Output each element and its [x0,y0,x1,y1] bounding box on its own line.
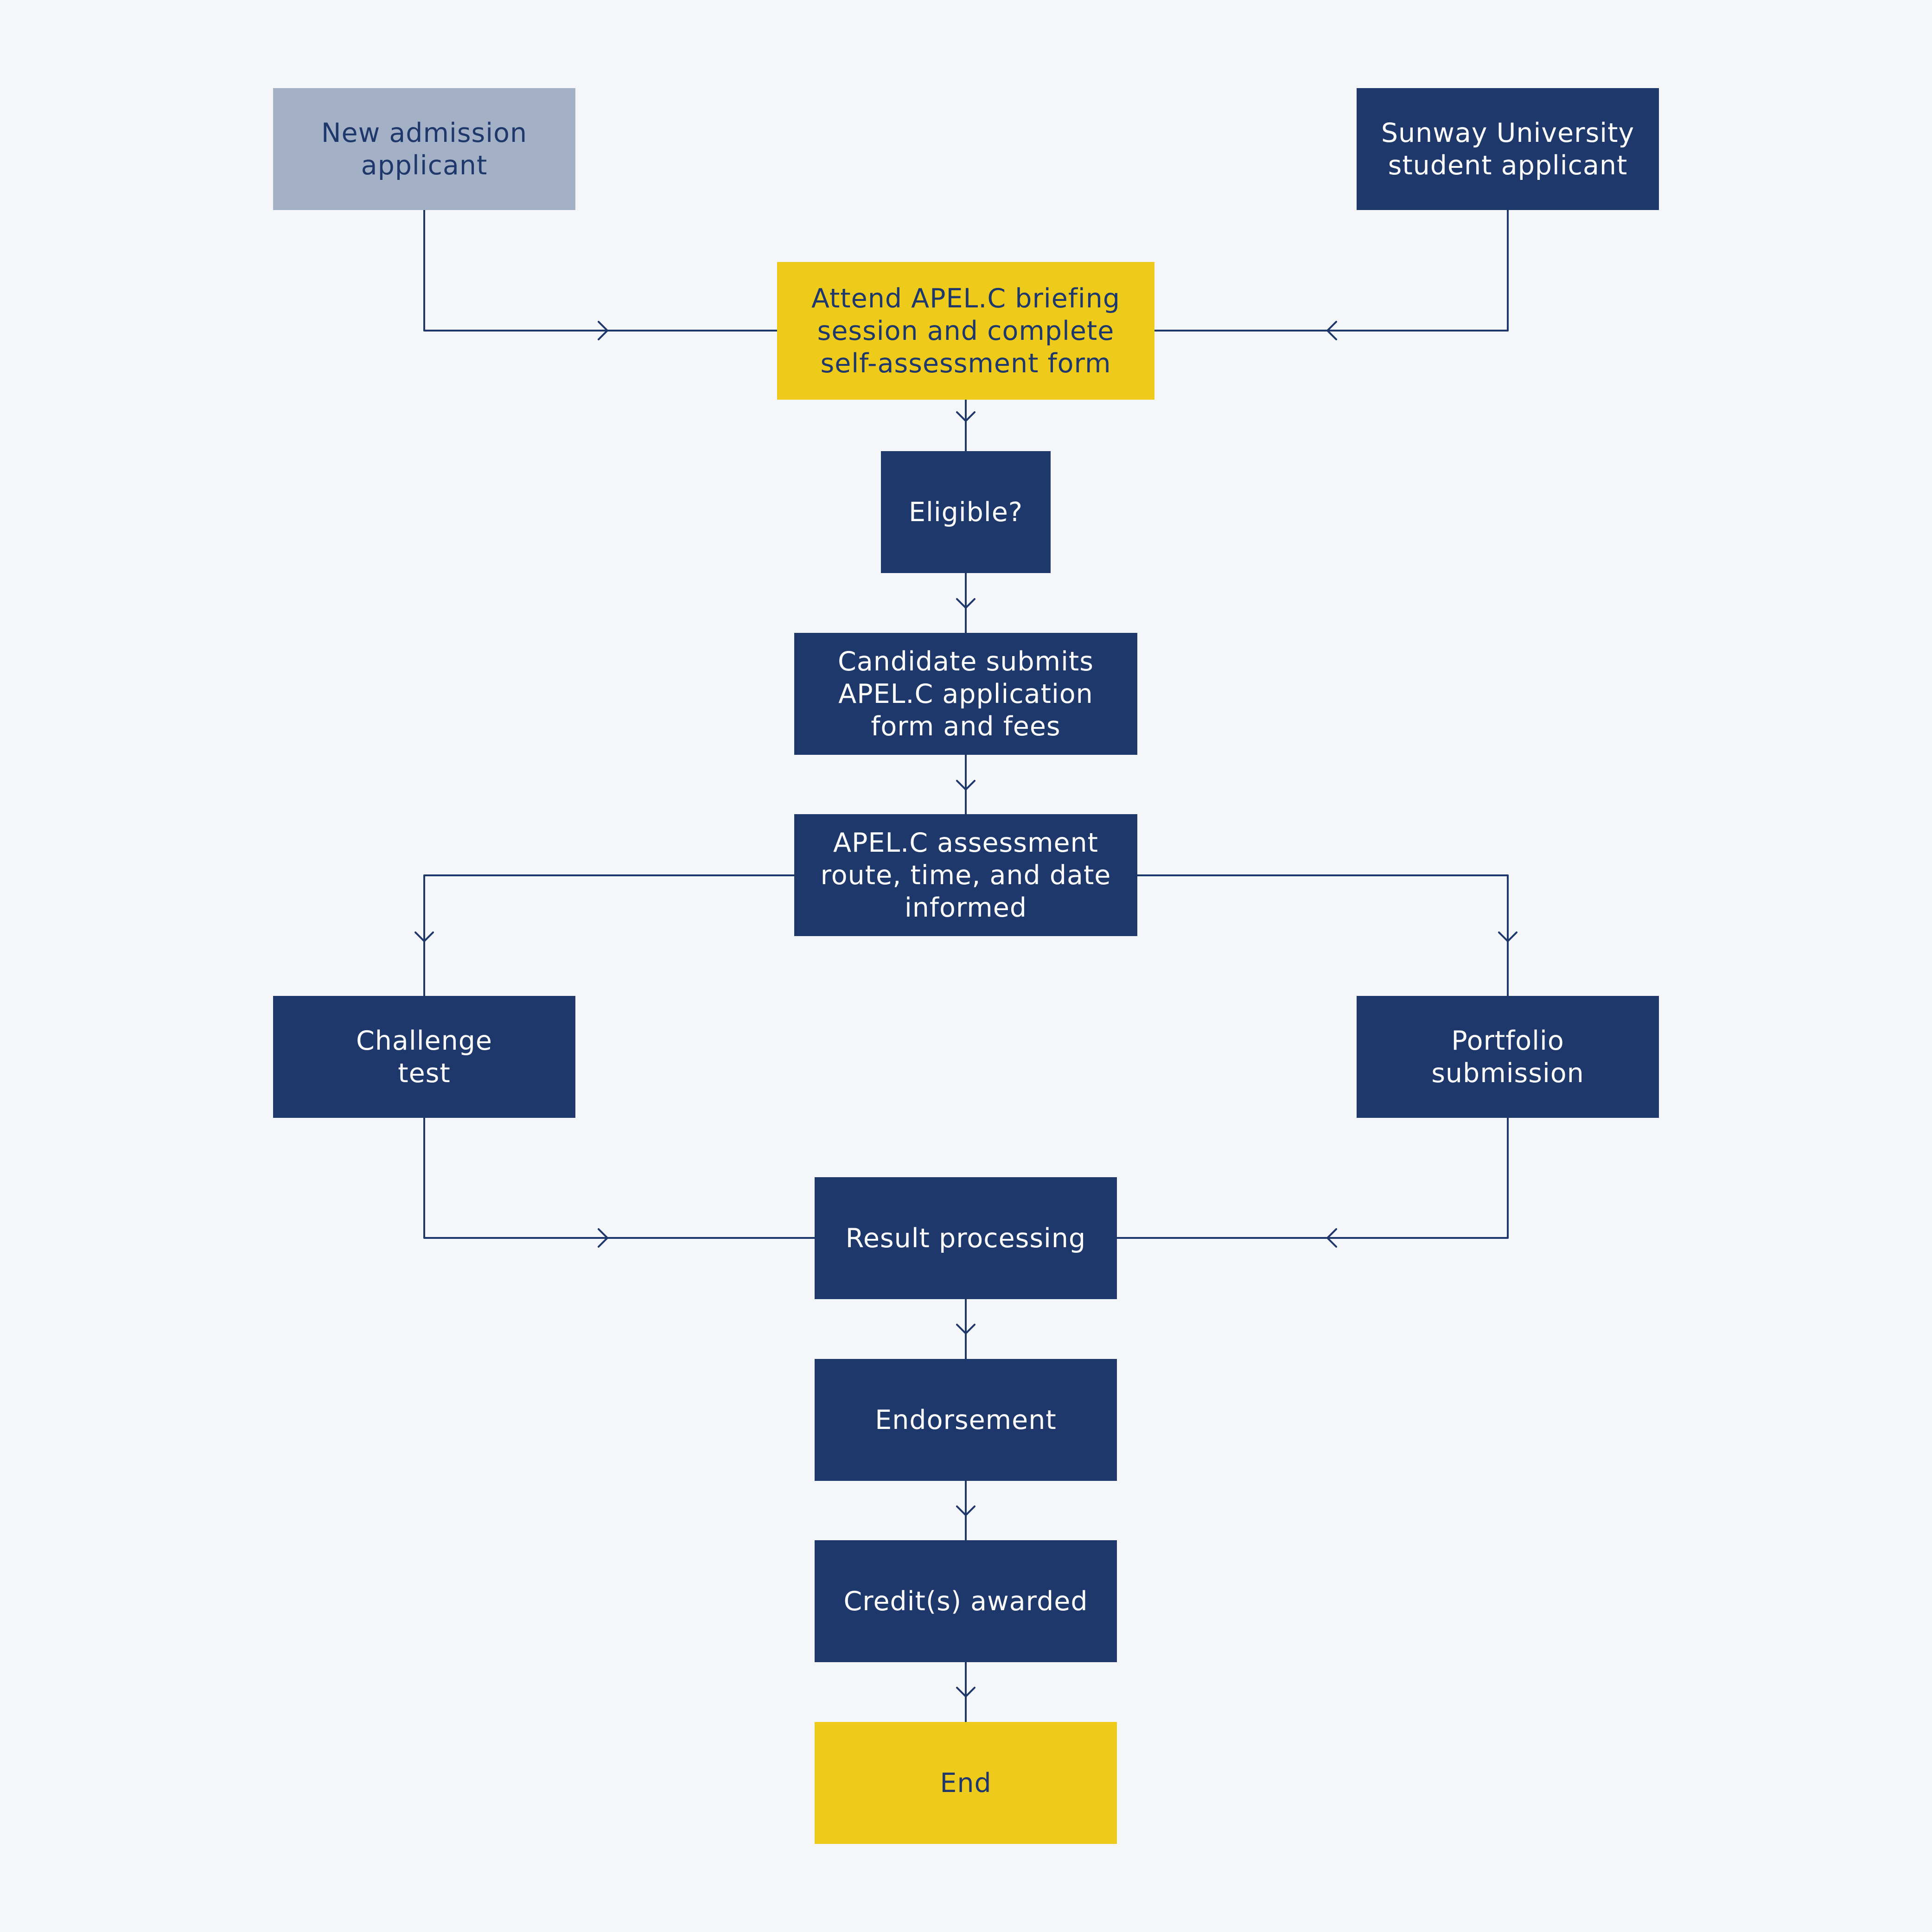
arrow-chevron-icon [956,411,976,422]
node-label: Sunway University student applicant [1381,117,1635,181]
arrow-chevron-icon [956,1687,976,1697]
arrow-chevron-icon [1326,321,1337,340]
arrow-chevron-icon [598,1228,608,1248]
node-label: Portfolio submission [1431,1025,1584,1089]
node-credits-awarded: Credit(s) awarded [815,1540,1117,1662]
node-endorsement: Endorsement [815,1359,1117,1481]
connector-new-to-attend [423,209,778,332]
node-label: APEL.C assessment route, time, and date … [820,827,1111,923]
arrow-chevron-icon [956,780,976,791]
node-new-admission-applicant: New admission applicant [273,88,575,210]
connector-route-to-portfolio [1136,874,1509,997]
connector-challenge-to-result [423,1117,816,1239]
node-end: End [815,1722,1117,1844]
arrow-chevron-icon [414,931,434,942]
node-challenge-test: Challenge test [273,996,575,1118]
node-label: Endorsement [875,1404,1057,1435]
node-label: Credit(s) awarded [843,1586,1088,1617]
node-eligible: Eligible? [881,451,1051,573]
node-label: New admission applicant [321,117,528,181]
node-label: Attend APEL.C briefing session and compl… [811,283,1121,379]
connector-sunway-to-attend [1154,209,1509,332]
node-label: Candidate submits APEL.C application for… [838,646,1094,742]
node-assessment-route: APEL.C assessment route, time, and date … [794,814,1137,936]
node-attend-briefing: Attend APEL.C briefing session and compl… [777,262,1154,400]
node-label: Result processing [845,1223,1086,1254]
connector-route-to-challenge [423,874,795,997]
node-submit-application: Candidate submits APEL.C application for… [794,633,1137,755]
arrow-chevron-icon [1498,931,1518,942]
arrow-chevron-icon [598,321,608,340]
connector-portfolio-to-result [1116,1117,1509,1239]
arrow-chevron-icon [1326,1228,1337,1248]
node-label: Challenge test [356,1025,492,1089]
node-result-processing: Result processing [815,1177,1117,1299]
arrow-chevron-icon [956,1324,976,1334]
arrow-chevron-icon [956,1505,976,1516]
node-sunway-student-applicant: Sunway University student applicant [1357,88,1659,210]
node-portfolio-submission: Portfolio submission [1357,996,1659,1118]
arrow-chevron-icon [956,598,976,609]
node-label: End [940,1767,992,1798]
node-label: Eligible? [908,497,1023,528]
